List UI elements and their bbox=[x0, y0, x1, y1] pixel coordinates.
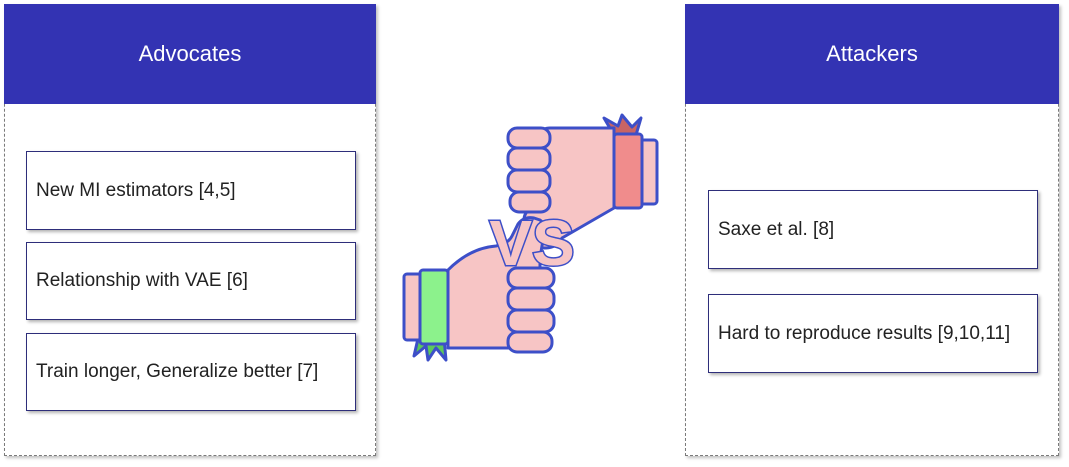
vs-label: VS bbox=[489, 207, 574, 279]
advocates-item-vae: Relationship with VAE [6] bbox=[26, 242, 356, 320]
attackers-header: Attackers bbox=[685, 4, 1059, 104]
top-fist-icon bbox=[506, 113, 659, 250]
advocates-item-mi-estimators: New MI estimators [4,5] bbox=[26, 151, 356, 230]
advocates-item-train-longer: Train longer, Generalize better [7] bbox=[26, 333, 356, 411]
fist-bump-versus-icon: VS bbox=[400, 108, 665, 373]
attackers-panel: Attackers Saxe et al. [8] Hard to reprod… bbox=[685, 4, 1059, 456]
attackers-item-saxe: Saxe et al. [8] bbox=[708, 190, 1038, 269]
bottom-fist-icon bbox=[402, 216, 556, 362]
advocates-panel: Advocates New MI estimators [4,5] Relati… bbox=[4, 4, 376, 456]
attackers-item-reproduce: Hard to reproduce results [9,10,11] bbox=[708, 294, 1038, 373]
advocates-header: Advocates bbox=[4, 4, 376, 104]
